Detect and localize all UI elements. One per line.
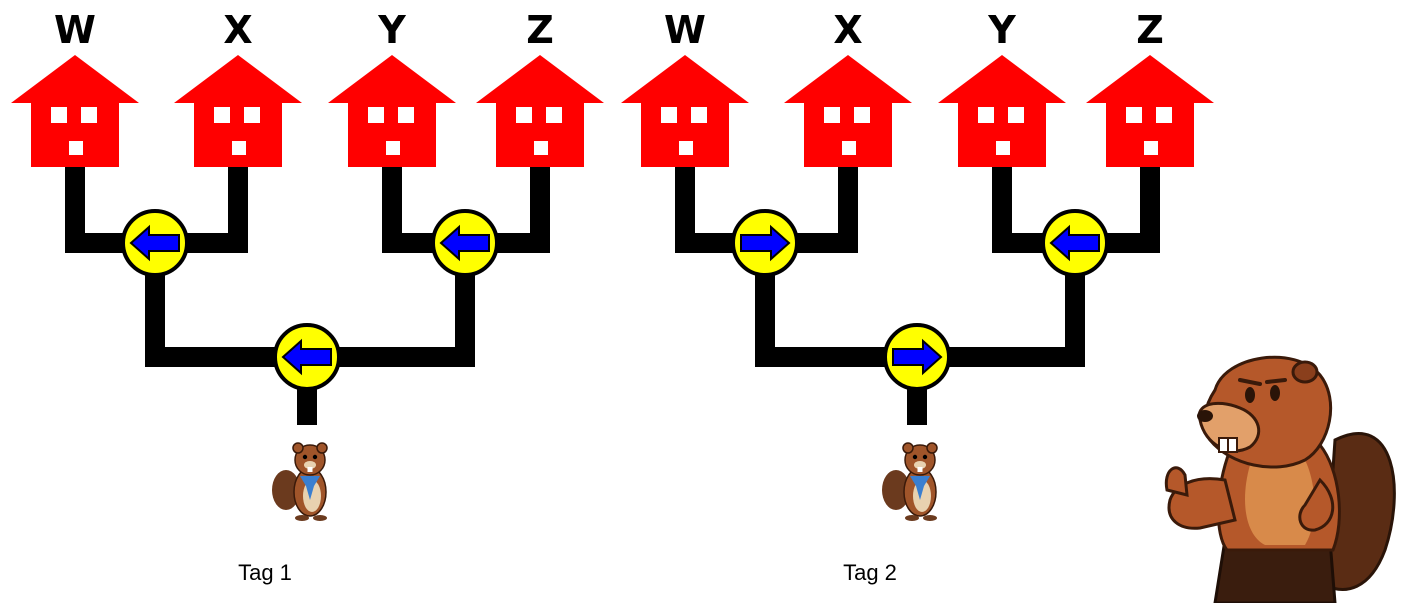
small-beaver-icon (882, 442, 938, 521)
day-label: Tag 1 (238, 560, 292, 585)
routing-tree (11, 55, 604, 521)
house-label-x: X (833, 8, 863, 52)
switch-icon-right (431, 209, 499, 277)
house-icon (1086, 55, 1214, 167)
arrow-left-icon (129, 224, 180, 262)
house-label-x: X (223, 8, 253, 52)
house-icon (174, 55, 302, 167)
small-beaver-icon (272, 442, 328, 521)
switch-icon-left (121, 209, 189, 277)
house-label-w: W (54, 8, 96, 52)
house-label-y: Y (988, 8, 1016, 52)
arrow-left-icon (281, 338, 332, 376)
house-label-z: Z (1136, 8, 1164, 52)
house-icon (938, 55, 1066, 167)
day-label: Tag 2 (843, 560, 897, 585)
house-label-z: Z (526, 8, 554, 52)
mascot-beaver-icon (1164, 355, 1396, 603)
diagram-day-2: W X Y Z Tag 2 (610, 0, 1230, 603)
switch-icon-left (731, 209, 799, 277)
diagram-day-1: W X Y Z Tag 1 (0, 0, 620, 603)
arrow-right-icon (892, 338, 943, 376)
house-icon (476, 55, 604, 167)
house-icon (328, 55, 456, 167)
house-icon (11, 55, 139, 167)
switch-icon-root (273, 323, 341, 391)
switch-icon-root (883, 323, 951, 391)
routing-tree (621, 55, 1214, 521)
house-label-w: W (664, 8, 706, 52)
arrow-right-icon (740, 224, 791, 262)
house-icon (784, 55, 912, 167)
house-icon (621, 55, 749, 167)
house-label-y: Y (378, 8, 406, 52)
switch-icon-right (1041, 209, 1109, 277)
arrow-left-icon (1049, 224, 1100, 262)
arrow-left-icon (439, 224, 490, 262)
